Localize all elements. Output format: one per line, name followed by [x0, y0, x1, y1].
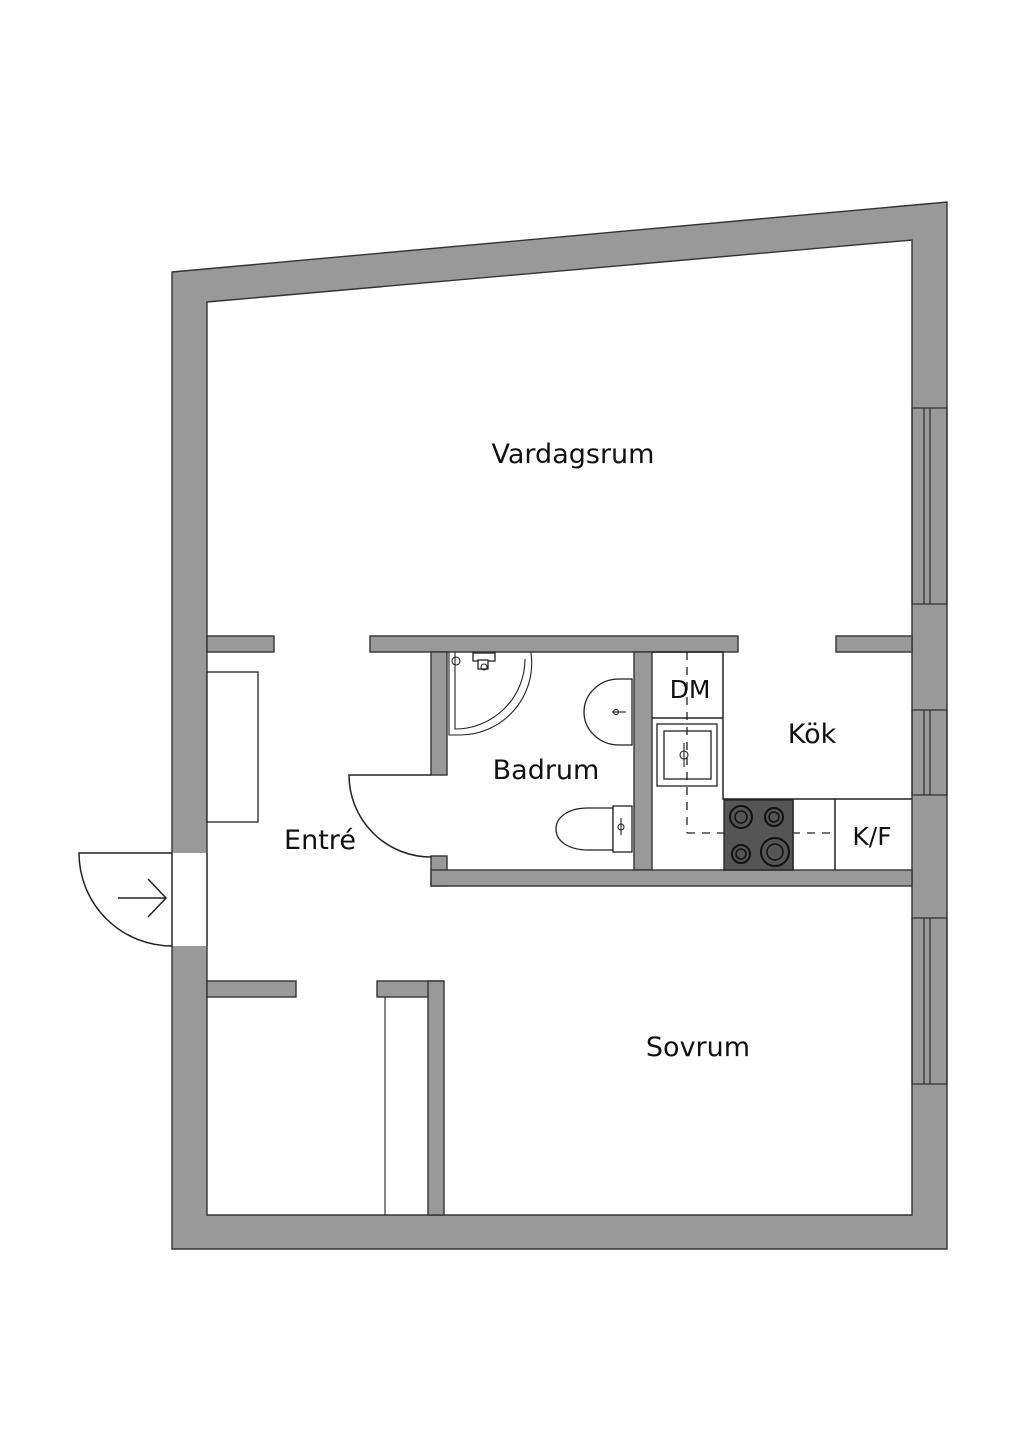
label-dishwasher: DM — [670, 675, 711, 704]
entry-wardrobe — [206, 671, 259, 823]
stove — [723, 799, 794, 871]
room-label-kok: Kök — [788, 719, 837, 750]
windows — [911, 407, 948, 1085]
label-fridge-freezer: K/F — [852, 822, 891, 851]
toilet — [555, 805, 633, 853]
wall-bath-kitchen — [633, 651, 653, 871]
walls — [171, 201, 948, 1250]
bathroom-door-swing — [348, 774, 432, 858]
wall-entry-stub — [206, 980, 297, 998]
wall-closet-right — [427, 980, 445, 1216]
room-label-sovrum: Sovrum — [646, 1032, 750, 1063]
room-label-vardagsrum: Vardagsrum — [492, 439, 655, 470]
wall-bath-bottom — [430, 869, 913, 887]
entrance-opening — [171, 853, 208, 946]
wall-living-bath — [369, 635, 739, 653]
shower — [448, 652, 533, 736]
washbasin — [583, 678, 633, 746]
room-label-entre: Entré — [284, 825, 356, 856]
room-label-badrum: Badrum — [493, 755, 600, 786]
entrance-door-swing — [78, 852, 173, 947]
wall-living-left-stub — [206, 635, 275, 653]
wall-bath-left — [430, 651, 448, 776]
arrow-right-icon — [118, 878, 168, 918]
doors — [78, 774, 432, 947]
wall-living-right-stub — [835, 635, 913, 653]
